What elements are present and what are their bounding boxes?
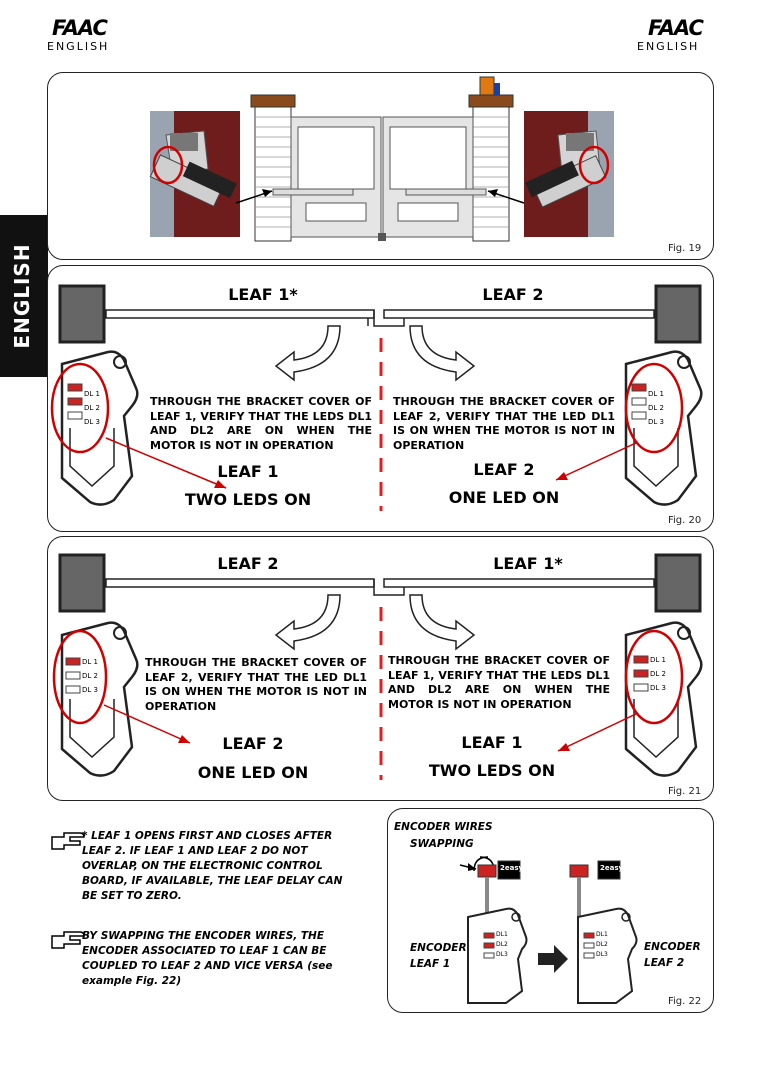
leaf-title-left: LEAF 1* — [228, 285, 298, 304]
figure-19-panel: Fig. 19 — [47, 72, 714, 260]
left-encoder-card — [60, 350, 139, 506]
left-motor-box — [58, 284, 106, 344]
led-label-2: DL2 — [596, 941, 608, 948]
left-open-arrow — [274, 594, 341, 651]
leaf-label-right: LEAF 1 — [461, 733, 523, 752]
left-motor-box — [58, 553, 106, 613]
faac-logo-right: FAAC — [648, 16, 704, 40]
led-label-1: DL 1 — [82, 658, 98, 666]
transition-arrow-icon — [538, 945, 568, 973]
gate-illustration — [149, 76, 614, 242]
led-label-2: DL 2 — [650, 670, 666, 678]
led-state-right: ONE LED ON — [448, 488, 560, 507]
right-limit-circle — [578, 145, 610, 185]
encoder-left-label2: LEAF 1 — [410, 958, 451, 970]
leaf-diagram — [52, 553, 703, 780]
figure-21-panel: LEAF 2 LEAF 1* DL 1 DL 2 DL 3 DL 1 DL 2 … — [47, 536, 714, 801]
led-label-3: DL3 — [596, 951, 608, 958]
gate-leaves — [272, 116, 487, 241]
led-label-2: DL 2 — [84, 404, 100, 412]
led-label-3: DL3 — [496, 951, 508, 958]
right-motor-box — [654, 553, 702, 613]
instruction-left: THROUGH THE BRACKET COVER OF LEAF 1, VER… — [150, 395, 372, 452]
note-encoder-swap: BY SWAPPING THE ENCODER WIRES, THE ENCOD… — [82, 930, 333, 987]
leaf-title-right: LEAF 1* — [493, 554, 563, 573]
led-state-left: ONE LED ON — [197, 763, 309, 782]
figure-20-panel: LEAF 1* LEAF 2 DL 1 DL 2 DL 3 DL 1 DL 2 … — [47, 265, 714, 532]
leaf-title-right: LEAF 2 — [482, 285, 544, 304]
led-label-1: DL 1 — [648, 390, 664, 398]
led-label-3: DL 3 — [84, 418, 100, 426]
figure-22-panel: ENCODER WIRES SWAPPING 2easy 2easy DL1 D… — [387, 808, 714, 1013]
leaf-label-left: LEAF 1 — [217, 462, 279, 481]
led-label-1: DL 1 — [84, 390, 100, 398]
leaf-label-left: LEAF 2 — [222, 734, 284, 753]
encoder-right-label1: ENCODER — [644, 941, 701, 953]
faac-logo-left: FAAC — [52, 16, 108, 40]
right-motor-box — [654, 284, 702, 344]
led-state-left: TWO LEDS ON — [184, 490, 312, 509]
left-limit-circle — [152, 145, 184, 185]
left-pillar — [250, 94, 296, 242]
pointing-hand-icon — [51, 931, 85, 949]
led-label-1: DL1 — [596, 931, 608, 938]
figure-caption: Fig. 22 — [668, 996, 702, 1007]
led-state-right: TWO LEDS ON — [428, 761, 556, 780]
left-open-arrow — [274, 325, 341, 382]
leaf-title-left: LEAF 2 — [217, 554, 279, 573]
encoder-left-label1: ENCODER — [410, 942, 467, 954]
right-motor-icon — [525, 130, 607, 208]
led-label-2: DL 2 — [648, 404, 664, 412]
instruction-left: THROUGH THE BRACKET COVER OF LEAF 2, VER… — [145, 656, 367, 713]
led-label-3: DL 3 — [650, 684, 666, 692]
fig22-title-line2: SWAPPING — [410, 838, 474, 850]
pointing-hand-icon — [51, 832, 85, 850]
connector-badge-label: 2easy — [600, 864, 624, 872]
leaf-diagram — [50, 284, 703, 511]
right-encoder-card — [624, 621, 703, 777]
instruction-right: THROUGH THE BRACKET COVER OF LEAF 1, VER… — [388, 654, 610, 711]
right-open-arrow — [409, 325, 476, 382]
language-label-right: ENGLISH — [637, 40, 700, 53]
left-motor-icon — [149, 130, 237, 207]
language-side-tab: ENGLISH — [0, 215, 48, 377]
figure-caption: Fig. 21 — [668, 786, 702, 797]
encoder-right-label2: LEAF 2 — [644, 957, 685, 969]
right-pillar — [468, 76, 514, 242]
figure-caption: Fig. 19 — [668, 243, 702, 254]
encoder-swap-diagram — [459, 856, 638, 1004]
figure-caption: Fig. 20 — [668, 515, 702, 526]
led-label-3: DL 3 — [648, 418, 664, 426]
note-leaf-delay: * LEAF 1 OPENS FIRST AND CLOSES AFTER LE… — [82, 830, 343, 902]
right-encoder-card — [624, 350, 703, 506]
left-encoder-card — [60, 621, 139, 777]
led-label-2: DL2 — [496, 941, 508, 948]
fig22-title-line1: ENCODER WIRES — [394, 821, 493, 833]
leaf-label-right: LEAF 2 — [473, 460, 535, 479]
led-label-1: DL1 — [496, 931, 508, 938]
right-open-arrow — [409, 594, 476, 651]
connector-badge-label: 2easy — [500, 864, 524, 872]
led-label-1: DL 1 — [650, 656, 666, 664]
led-label-2: DL 2 — [82, 672, 98, 680]
side-tab-label: ENGLISH — [10, 243, 34, 349]
right-connector-badge — [597, 860, 621, 880]
left-connector-badge — [497, 860, 521, 880]
language-label-left: ENGLISH — [47, 40, 110, 53]
led-label-3: DL 3 — [82, 686, 98, 694]
instruction-right: THROUGH THE BRACKET COVER OF LEAF 2, VER… — [393, 395, 615, 452]
